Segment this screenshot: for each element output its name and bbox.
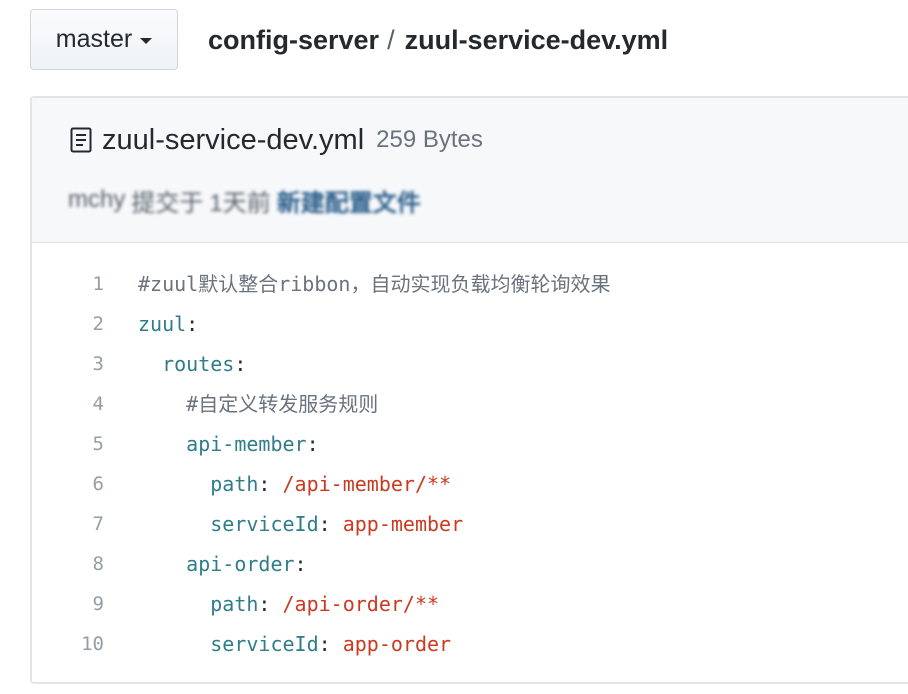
line-indent bbox=[138, 552, 186, 576]
yaml-key: zuul bbox=[138, 312, 187, 336]
line-number[interactable]: 6 bbox=[92, 473, 104, 495]
line-indent bbox=[138, 632, 210, 656]
code-line: 6 path: /api-member/** bbox=[32, 464, 908, 504]
commit-time: 1天前 bbox=[209, 189, 271, 217]
commit-author[interactable]: mchy bbox=[68, 186, 126, 213]
branch-label: master bbox=[55, 25, 133, 53]
code-line: 1 #zuul默认整合ribbon，自动实现负载均衡轮询效果 bbox=[32, 264, 908, 304]
file-title-row: zuul-service-dev.yml 259 Bytes bbox=[70, 120, 483, 160]
code-line: 8 api-order: bbox=[32, 544, 908, 584]
yaml-colon: : bbox=[318, 632, 331, 656]
code-line: 4 #自定义转发服务规则 bbox=[32, 384, 908, 424]
line-number[interactable]: 10 bbox=[81, 633, 104, 655]
breadcrumb-repo-link[interactable]: config-server bbox=[208, 24, 380, 55]
yaml-colon: : bbox=[186, 312, 199, 336]
file-size: 259 Bytes bbox=[376, 126, 483, 153]
yaml-key: routes bbox=[162, 352, 235, 376]
code-line: 3 routes: bbox=[32, 344, 908, 384]
line-number[interactable]: 8 bbox=[92, 553, 104, 575]
line-number[interactable]: 4 bbox=[92, 393, 104, 415]
line-number[interactable]: 1 bbox=[92, 273, 104, 295]
line-source: api-order: bbox=[104, 544, 307, 584]
line-number[interactable]: 9 bbox=[92, 593, 104, 615]
yaml-colon: : bbox=[306, 432, 319, 456]
line-source: path: /api-member/** bbox=[104, 464, 451, 504]
line-indent bbox=[138, 392, 186, 416]
line-number[interactable]: 3 bbox=[92, 353, 104, 375]
yaml-key: path bbox=[210, 472, 259, 496]
breadcrumb-file: zuul-service-dev.yml bbox=[404, 24, 669, 55]
yaml-key: api-order bbox=[186, 552, 295, 576]
yaml-value: /api-order/** bbox=[282, 592, 440, 616]
line-source: routes: bbox=[104, 344, 246, 384]
code-line: 5 api-member: bbox=[32, 424, 908, 464]
caret-down-icon bbox=[140, 38, 153, 44]
line-source: #zuul默认整合ribbon，自动实现负载均衡轮询效果 bbox=[104, 264, 610, 304]
yaml-value: /api-member/** bbox=[282, 472, 452, 496]
yaml-value: app-member bbox=[342, 512, 464, 536]
file-navigation: master config-server / zuul-service-dev.… bbox=[0, 0, 908, 96]
yaml-value: app-order bbox=[342, 632, 452, 656]
line-number[interactable]: 7 bbox=[92, 513, 104, 535]
breadcrumb-separator: / bbox=[387, 24, 395, 55]
line-indent bbox=[138, 472, 210, 496]
line-source: serviceId: app-order bbox=[104, 624, 451, 664]
line-indent bbox=[138, 592, 210, 616]
commit-info: mchy 提交于 1天前 新建配置文件 bbox=[68, 183, 538, 217]
yaml-key: serviceId bbox=[210, 632, 319, 656]
yaml-key: api-member bbox=[186, 432, 307, 456]
yaml-key: serviceId bbox=[210, 512, 319, 536]
line-source: serviceId: app-member bbox=[104, 504, 463, 544]
yaml-colon: : bbox=[258, 472, 271, 496]
line-number[interactable]: 2 bbox=[92, 313, 104, 335]
code-line: 10 serviceId: app-order bbox=[32, 624, 908, 664]
line-source: path: /api-order/** bbox=[104, 584, 439, 624]
file-text-icon bbox=[70, 127, 92, 153]
code-line: 9 path: /api-order/** bbox=[32, 584, 908, 624]
code-line: 7 serviceId: app-member bbox=[32, 504, 908, 544]
breadcrumb: config-server / zuul-service-dev.yml bbox=[208, 20, 668, 60]
line-indent bbox=[138, 512, 210, 536]
file-header: zuul-service-dev.yml 259 Bytes mchy 提交于 … bbox=[32, 98, 908, 243]
yaml-key: path bbox=[210, 592, 259, 616]
yaml-colon: : bbox=[318, 512, 331, 536]
line-indent bbox=[138, 432, 186, 456]
line-source: zuul: bbox=[104, 304, 198, 344]
line-number[interactable]: 5 bbox=[92, 433, 104, 455]
yaml-colon: : bbox=[258, 592, 271, 616]
yaml-colon: : bbox=[294, 552, 307, 576]
line-source: #自定义转发服务规则 bbox=[104, 384, 378, 424]
yaml-colon: : bbox=[234, 352, 247, 376]
file-viewer: zuul-service-dev.yml 259 Bytes mchy 提交于 … bbox=[30, 96, 908, 684]
line-source: api-member: bbox=[104, 424, 319, 464]
branch-select-button[interactable]: master bbox=[30, 9, 178, 70]
file-name: zuul-service-dev.yml bbox=[102, 123, 365, 156]
commit-action: 提交于 bbox=[131, 189, 204, 217]
code-comment: #zuul默认整合ribbon，自动实现负载均衡轮询效果 bbox=[138, 272, 611, 296]
line-indent bbox=[138, 352, 162, 376]
commit-message[interactable]: 新建配置文件 bbox=[276, 189, 421, 217]
code-comment: #自定义转发服务规则 bbox=[186, 392, 379, 416]
